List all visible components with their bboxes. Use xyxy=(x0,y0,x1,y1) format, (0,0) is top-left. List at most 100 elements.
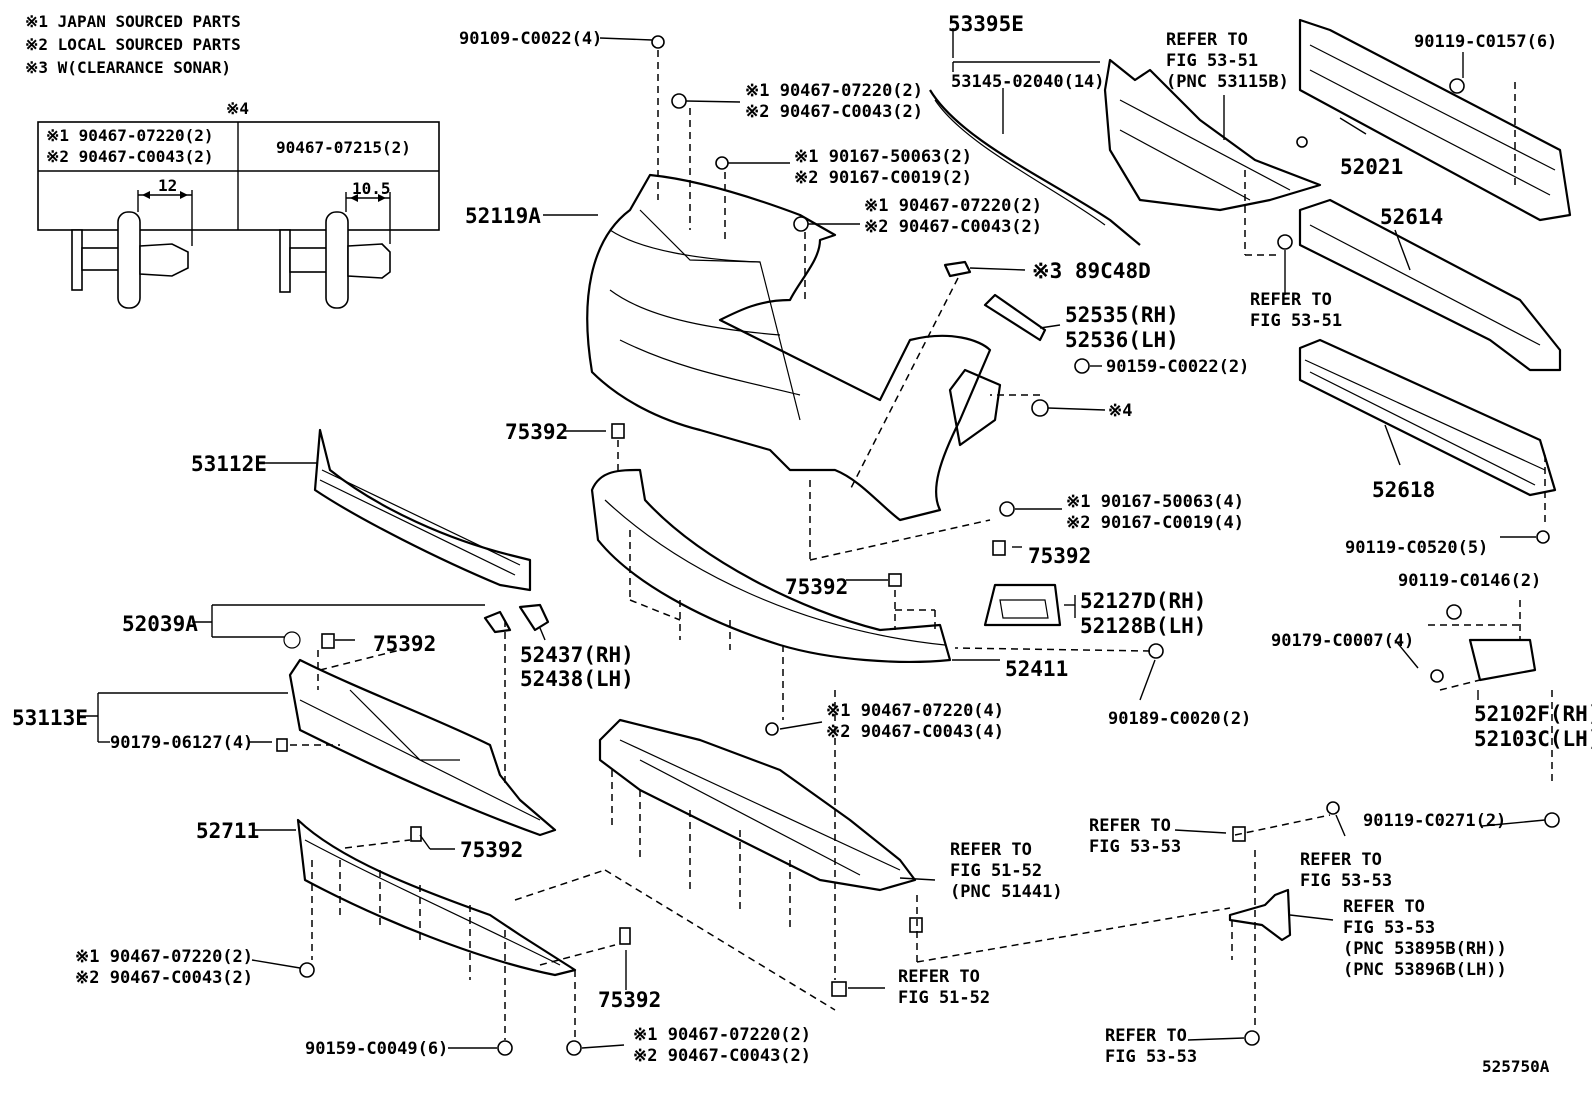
retainer-icon xyxy=(1296,136,1308,148)
label-52021: 52021 xyxy=(1340,155,1403,179)
label-clip-bot-japan: ※1 90467-07220(2) xyxy=(633,1025,811,1045)
label-52535-rh: 52535(RH) xyxy=(1065,303,1179,327)
bolt-icon xyxy=(1536,530,1550,544)
bumper-cover-52119a-shape xyxy=(586,173,992,522)
label-90189-c0020: 90189-C0020(2) xyxy=(1108,709,1251,729)
label-52614: 52614 xyxy=(1380,205,1443,229)
label-75392-d: 75392 xyxy=(373,632,436,656)
pin-icon xyxy=(992,540,1006,556)
label-refer-53-51-a: REFER TO xyxy=(1166,30,1248,50)
fasteners xyxy=(276,35,1560,1056)
support-52535-shape xyxy=(983,293,1047,342)
label-52411: 52411 xyxy=(1005,657,1068,681)
legend-japan-sourced: ※1 JAPAN SOURCED PARTS xyxy=(25,12,241,31)
label-refer-53-53-c-fig: FIG 53-53 xyxy=(1343,918,1435,938)
pin-icon xyxy=(410,826,422,842)
label-clip-mid-japan: ※1 90467-07220(2) xyxy=(864,196,1042,216)
side-retainer-shape xyxy=(948,368,1002,447)
label-75392-f: 75392 xyxy=(598,988,661,1012)
label-refer-53-53-d: REFER TO xyxy=(1105,1026,1187,1046)
label-refer-53-53-b-fig: FIG 53-53 xyxy=(1300,871,1392,891)
clip-icon xyxy=(793,216,809,232)
label-screw-mid-japan: ※1 90167-50063(4) xyxy=(1066,492,1244,512)
label-screw-mid-local: ※2 90167-C0019(4) xyxy=(1066,513,1244,533)
label-note4-clip: ※4 xyxy=(1108,401,1132,421)
label-90179-06127: 90179-06127(4) xyxy=(110,733,253,753)
mudguard-53895b-shape xyxy=(1228,888,1292,942)
label-90119-c0146: 90119-C0146(2) xyxy=(1398,571,1541,591)
pin-icon xyxy=(321,633,335,649)
retainer-53115b-shape xyxy=(1103,58,1322,212)
label-52039a: 52039A xyxy=(122,612,198,636)
clip-10-5mm-icon xyxy=(279,192,391,309)
label-refer-51-52-a-fig: FIG 51-52 xyxy=(950,861,1042,881)
label-75392-a: 75392 xyxy=(505,420,568,444)
label-52437-rh: 52437(RH) xyxy=(520,643,634,667)
diagram-id: 525750A xyxy=(1482,1057,1550,1076)
label-90119-c0157: 90119-C0157(6) xyxy=(1414,32,1557,52)
absorber-52614-shape xyxy=(1298,198,1562,372)
label-refer-53-53-a: REFER TO xyxy=(1089,816,1171,836)
hole-cover-icon xyxy=(283,631,301,649)
molding-53395e-shape xyxy=(929,89,1141,246)
label-refer-51-52-b: REFER TO xyxy=(898,967,980,987)
detail-box-clip-local: ※2 90467-C0043(2) xyxy=(46,147,214,166)
label-90159-c0049: 90159-C0049(6) xyxy=(305,1039,448,1059)
label-refer-53-51-a-fig: FIG 53-51 xyxy=(1166,51,1258,71)
label-clip-low-japan: ※1 90467-07220(4) xyxy=(826,701,1004,721)
label-refer-51-52-b-fig: FIG 51-52 xyxy=(898,988,990,1008)
label-53113e: 53113E xyxy=(12,706,88,730)
label-52711: 52711 xyxy=(196,819,259,843)
label-52103c-lh: 52103C(LH) xyxy=(1474,727,1592,751)
legend: ※1 JAPAN SOURCED PARTS ※2 LOCAL SOURCED … xyxy=(25,12,241,77)
label-refer-51-52-a: REFER TO xyxy=(950,840,1032,860)
label-refer-53-51-b-fig: FIG 53-51 xyxy=(1250,311,1342,331)
bracket-52102f-shape xyxy=(1468,638,1537,682)
cover-52039a-shape xyxy=(483,610,512,634)
cover-52437-shape xyxy=(518,603,550,632)
clip-icon xyxy=(831,981,847,997)
clip-icon xyxy=(1031,399,1049,417)
clip-12mm-dimension: 12 xyxy=(158,176,177,195)
detail-box-note4: ※4 ※1 90467-07220(2) ※2 90467-C0043(2) 9… xyxy=(37,99,440,309)
sonar-89c48d-shape xyxy=(943,260,972,278)
clip-icon xyxy=(765,722,779,736)
label-90119-c0520: 90119-C0520(5) xyxy=(1345,538,1488,558)
detail-box-clip-japan: ※1 90467-07220(2) xyxy=(46,126,214,145)
label-refer-53-53-b: REFER TO xyxy=(1300,850,1382,870)
clip-icon xyxy=(299,962,315,978)
pin-icon xyxy=(619,927,631,945)
screw-icon xyxy=(715,156,729,170)
spoiler-52411-shape xyxy=(590,468,952,663)
label-52128b-lh: 52128B(LH) xyxy=(1080,614,1206,638)
label-90179-c0007: 90179-C0007(4) xyxy=(1271,631,1414,651)
clip-12mm-icon xyxy=(71,190,193,309)
label-90109-c0022: 90109-C0022(4) xyxy=(459,29,602,49)
label-53145-02040: 53145-02040(14) xyxy=(951,72,1105,92)
nut-icon xyxy=(276,738,288,752)
label-refer-53-51-a-pnc: (PNC 53115B) xyxy=(1166,72,1289,92)
label-clip-bot-local: ※2 90467-C0043(2) xyxy=(633,1046,811,1066)
label-clip-top-japan: ※1 90467-07220(2) xyxy=(745,81,923,101)
bolt-icon xyxy=(1446,604,1462,620)
legend-local-sourced: ※2 LOCAL SOURCED PARTS xyxy=(25,35,241,54)
part-labels: 90109-C0022(4) 53395E 53145-02040(14) RE… xyxy=(12,12,1592,1076)
grille-53112e-shape xyxy=(313,428,532,592)
reinforcement-52021-shape xyxy=(1298,18,1572,222)
label-90159-c0022: 90159-C0022(2) xyxy=(1106,357,1249,377)
label-52536-lh: 52536(LH) xyxy=(1065,328,1179,352)
label-screw-top-local: ※2 90167-C0019(2) xyxy=(794,168,972,188)
label-refer-53-53-c-pnc-rh: (PNC 53895B(RH)) xyxy=(1343,939,1507,959)
label-75392-b: 75392 xyxy=(1028,544,1091,568)
label-clip-mid-local: ※2 90467-C0043(2) xyxy=(864,217,1042,237)
assembly-dashed-lines xyxy=(290,50,1553,1040)
label-refer-53-53-c-pnc-lh: (PNC 53896B(LH)) xyxy=(1343,960,1507,980)
leader-lines xyxy=(80,28,1546,1049)
bolt-icon xyxy=(1449,78,1465,94)
clip-icon xyxy=(566,1040,582,1056)
bezel-52127d-shape xyxy=(983,583,1062,627)
label-75392-e: 75392 xyxy=(460,838,523,862)
label-52127d-rh: 52127D(RH) xyxy=(1080,589,1206,613)
screw-icon xyxy=(999,501,1015,517)
